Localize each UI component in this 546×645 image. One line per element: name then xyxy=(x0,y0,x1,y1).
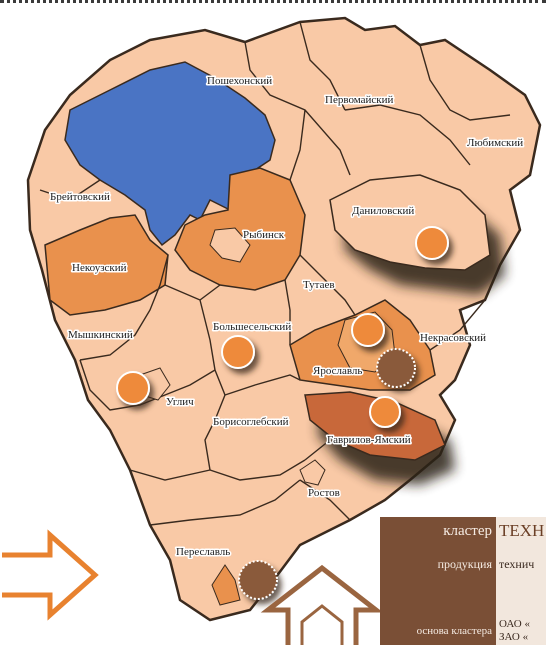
rybinsk-reservoir-lake xyxy=(209,227,251,263)
info-val-products: технич xyxy=(499,557,535,571)
marker-danilovsky xyxy=(415,226,449,260)
label-poshekhonsky: Пошехонский xyxy=(207,75,272,87)
label-nekouzsky: Некоузский xyxy=(72,262,127,274)
rybinsk-reservoir xyxy=(64,61,276,247)
up-arrow-inner-icon xyxy=(300,604,344,645)
lake-nero xyxy=(299,459,326,486)
district-nekouzsky-shape xyxy=(44,214,169,316)
label-lyubimsky: Любимский xyxy=(467,137,523,149)
marker-pereslavl xyxy=(238,560,278,600)
info-key-basis: основа кластера xyxy=(380,617,496,645)
marker-yaroslavl-brown xyxy=(376,348,416,388)
district-labels: Пошехонский Первомайский Любимский Брейт… xyxy=(49,74,525,560)
label-nekrasovsky: Некрасовский xyxy=(420,332,486,344)
info-val-cluster: ТЕХН xyxy=(496,517,546,545)
marker-uglich xyxy=(116,371,150,405)
label-uglich: Углич xyxy=(166,396,194,408)
label-rostov: Ростов xyxy=(308,487,340,499)
label-breytovsky: Брейтовский xyxy=(50,191,110,203)
label-yaroslavl: Ярославль xyxy=(313,365,362,377)
up-arrow-icon xyxy=(260,564,384,645)
label-gavrilov-yamsky: Гаврилов-Ямский xyxy=(327,434,411,446)
lake-pleshcheyevo xyxy=(211,564,241,606)
left-arrow-icon xyxy=(2,529,99,621)
label-danilovsky: Даниловский xyxy=(352,205,414,217)
marker-bolsheselsky xyxy=(221,335,255,369)
info-val-basis-line2: ЗАО « xyxy=(499,631,529,643)
label-pereslavl: Переславль xyxy=(176,546,230,558)
info-row-products: продукция технич xyxy=(380,545,546,617)
label-tutaev: Тутаев xyxy=(303,279,335,291)
info-row-cluster: кластер ТЕХН xyxy=(380,517,546,545)
label-rybinsk: Рыбинск xyxy=(243,229,285,241)
label-pervomaysky: Первомайский xyxy=(325,94,394,106)
marker-yaroslavl-orange xyxy=(351,313,385,347)
info-key-cluster: кластер xyxy=(380,517,496,545)
district-rybinsk-shape xyxy=(174,167,306,291)
cluster-markers xyxy=(116,226,449,600)
district-danilovsky-shape xyxy=(329,174,491,271)
top-dotted-border xyxy=(0,0,546,8)
marker-gavrilov-yamsky xyxy=(369,396,401,428)
info-key-products: продукция xyxy=(380,545,496,617)
cluster-info-table: кластер ТЕХН продукция технич основа кла… xyxy=(380,517,546,645)
info-row-basis: основа кластера ОАО « ЗАО « xyxy=(380,617,546,645)
label-myshkinsky: Мышкинский xyxy=(68,329,133,341)
district-gavrilov-yamsky-shape xyxy=(304,391,446,461)
label-bolsheselsky: Большесельский xyxy=(213,321,291,333)
district-borders xyxy=(39,21,511,526)
info-val-basis: ОАО « ЗАО « xyxy=(496,617,546,645)
label-borisoglebsky: Борисоглебский xyxy=(213,416,289,428)
info-val-basis-line1: ОАО « xyxy=(499,618,530,630)
